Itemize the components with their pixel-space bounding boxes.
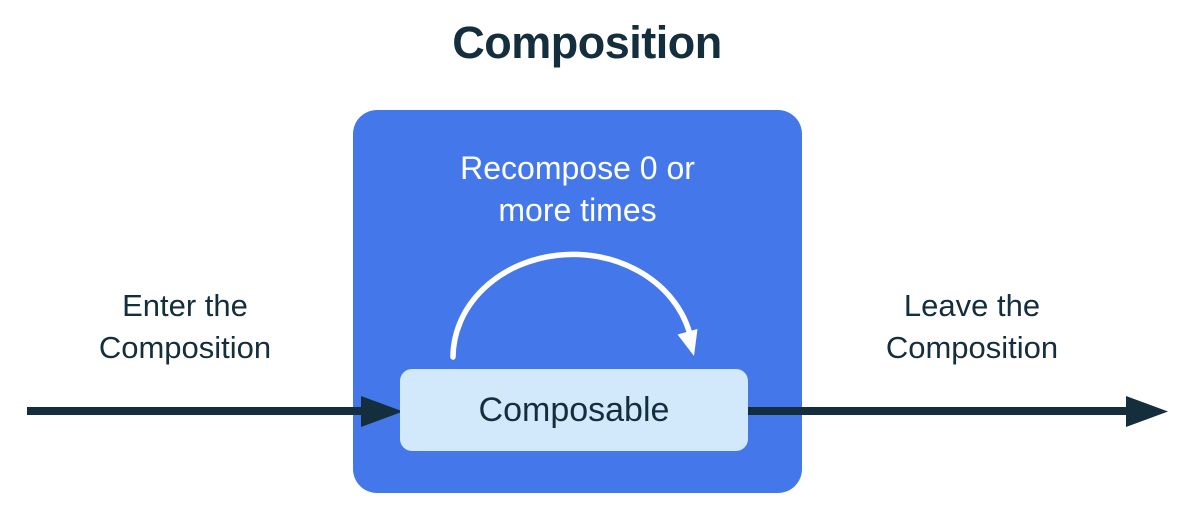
leave-composition-label: Leave the Composition bbox=[885, 288, 1059, 365]
diagram-title: Composition bbox=[452, 17, 722, 68]
leave-arrow bbox=[746, 396, 1168, 427]
recompose-label: Recompose 0 or more times bbox=[460, 150, 695, 228]
enter-composition-label: Enter the Composition bbox=[98, 288, 272, 365]
enter-arrow bbox=[27, 396, 403, 427]
composable-label: Composable bbox=[478, 390, 670, 429]
composable-box: Composable bbox=[400, 369, 748, 451]
